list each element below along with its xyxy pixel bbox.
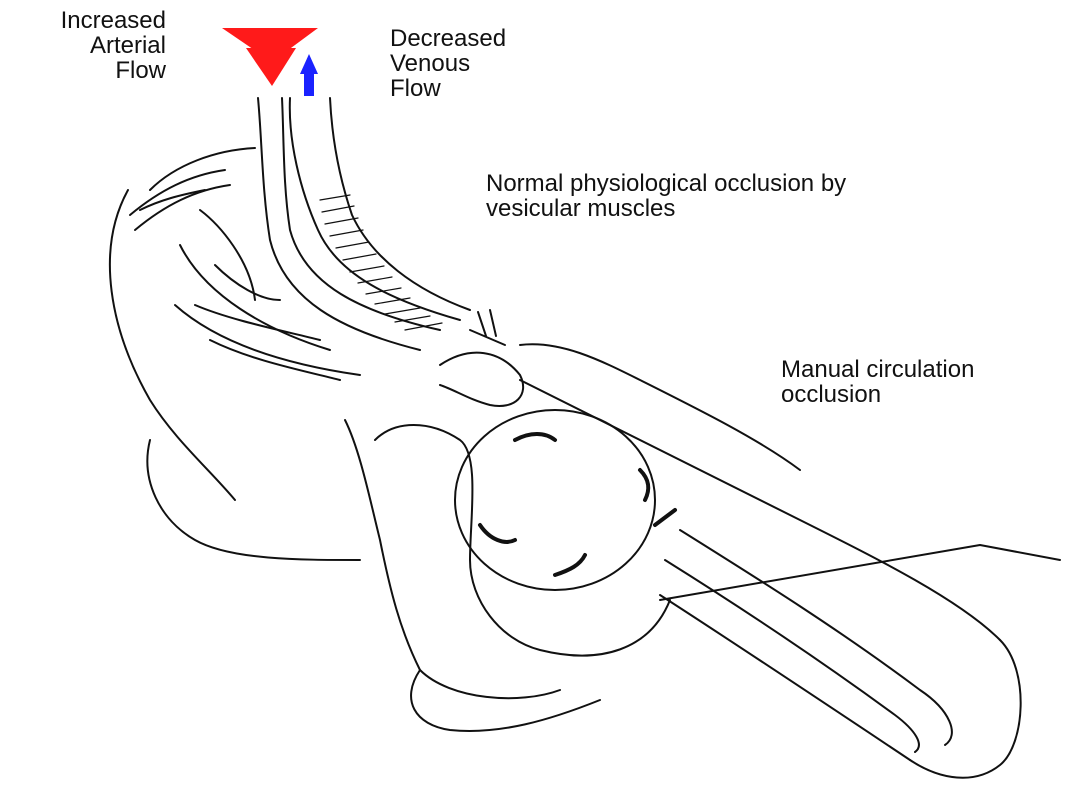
hand-palm — [375, 425, 670, 656]
label-line: Increased — [10, 8, 166, 33]
hand-thumb — [440, 353, 523, 406]
surface-line — [660, 545, 1060, 600]
label-line: occlusion — [781, 382, 974, 407]
label-line: Flow — [10, 58, 166, 83]
organ-inner-channel-2 — [665, 560, 919, 752]
label-manual-occlusion: Manual circulation occlusion — [781, 357, 974, 407]
label-line: Venous — [390, 51, 506, 76]
organ-tip — [910, 640, 1021, 778]
retractor-lines — [130, 170, 230, 230]
vein-right-wall — [330, 98, 470, 310]
organ-inner-channel-1 — [680, 530, 952, 745]
arterial-flow-arrow — [222, 28, 318, 86]
glans-bulb — [455, 410, 655, 590]
label-line: Arterial — [10, 33, 166, 58]
artery-right-wall — [282, 98, 440, 330]
label-line: Normal physiological occlusion by — [486, 171, 846, 196]
hand-fingers — [345, 344, 800, 698]
label-line: Manual circulation — [781, 357, 974, 382]
label-line: vesicular muscles — [486, 196, 846, 221]
label-decreased-venous-flow: Decreased Venous Flow — [390, 26, 506, 101]
hand-wrist — [411, 670, 600, 731]
abdominal-fold — [140, 190, 330, 350]
label-increased-arterial-flow: Increased Arterial Flow — [10, 8, 166, 83]
venous-flow-arrow — [300, 54, 318, 96]
vein-left-wall — [290, 98, 460, 320]
vein-hatching — [320, 195, 442, 330]
organ-upper-edge — [520, 380, 1000, 640]
organ-lower-edge — [660, 595, 910, 760]
clamp — [470, 310, 505, 345]
label-line: Flow — [390, 76, 506, 101]
label-physiological-occlusion: Normal physiological occlusion by vesicu… — [486, 171, 846, 221]
label-line: Decreased — [390, 26, 506, 51]
circulation-arrows — [480, 434, 675, 575]
